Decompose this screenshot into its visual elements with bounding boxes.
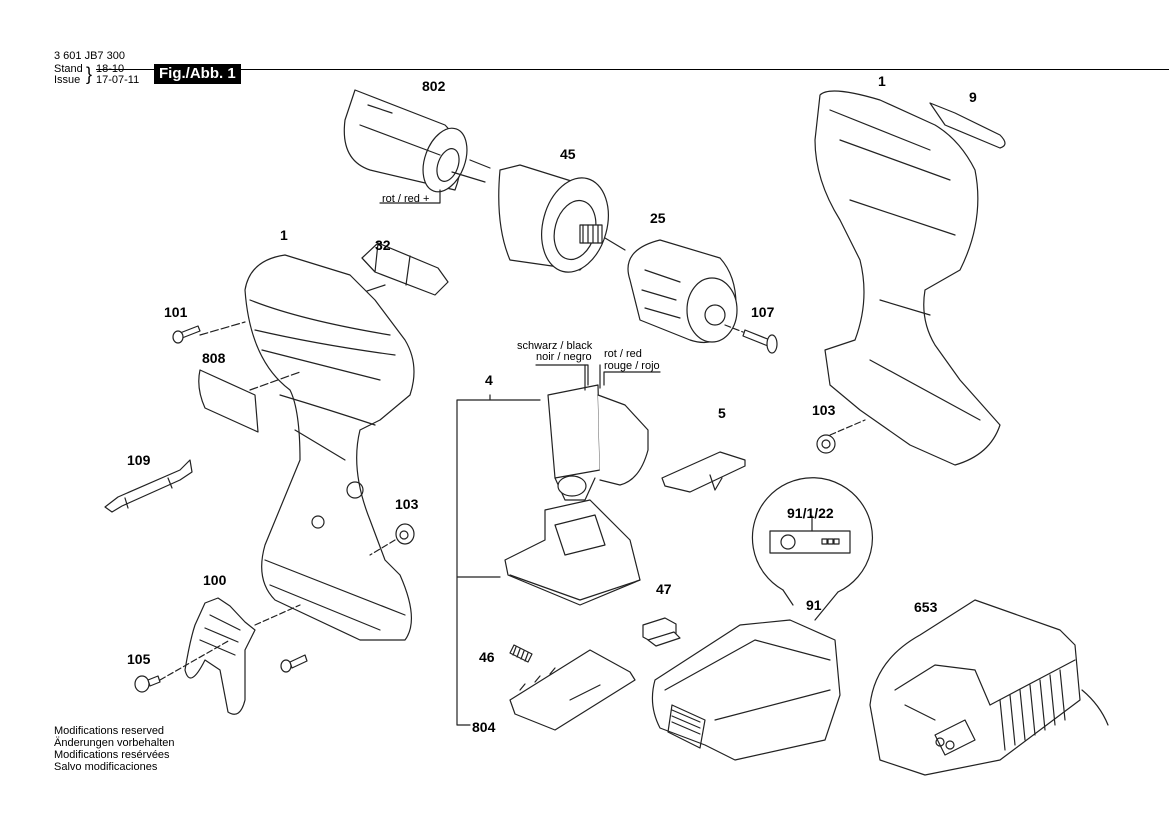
wire-label-red-2: rouge / rojo	[604, 360, 660, 372]
belt-clip-100[interactable]	[160, 598, 300, 714]
issue-label: Issue	[54, 74, 81, 86]
bracket-4	[457, 395, 540, 725]
modifications-en: Modifications reserved	[54, 725, 165, 737]
type-plate-magnifier[interactable]	[752, 478, 872, 620]
wire-label-black-2: noir / negro	[536, 351, 592, 363]
spring-46[interactable]	[510, 645, 532, 662]
part-label-91-1-22[interactable]: 91/1/22	[787, 505, 834, 521]
part-number: 3 601 JB7 300	[54, 50, 125, 62]
figure-label: Fig./Abb. 1	[154, 64, 241, 84]
wire-label-motor-red: rot / red +	[382, 193, 430, 205]
wire-label-red-1: rot / red	[604, 348, 642, 360]
contact-plate-804[interactable]	[510, 650, 635, 730]
part-label-103-left[interactable]: 103	[395, 496, 419, 512]
part-label-9[interactable]: 9	[969, 89, 977, 105]
part-label-107[interactable]: 107	[751, 304, 775, 320]
part-label-804[interactable]: 804	[472, 719, 496, 735]
screw-101[interactable]	[173, 326, 200, 343]
stand-label: Stand	[54, 63, 83, 75]
motor-802[interactable]	[344, 90, 485, 198]
housing-right-1[interactable]	[815, 91, 1000, 465]
part-label-5[interactable]: 5	[718, 405, 726, 421]
switch-assembly-4[interactable]	[505, 365, 648, 605]
issue-date: 17-07-11	[96, 74, 140, 86]
label-808[interactable]	[199, 370, 258, 432]
part-label-47[interactable]: 47	[656, 581, 672, 597]
stand-old-date: 18-10	[96, 63, 1169, 75]
bit-109[interactable]	[105, 460, 192, 512]
screw-107[interactable]	[725, 325, 777, 353]
wire-label-black-1: schwarz / black	[517, 340, 593, 352]
part-label-46[interactable]: 46	[479, 649, 495, 665]
part-label-109[interactable]: 109	[127, 452, 151, 468]
motor-holder-32[interactable]	[340, 243, 448, 300]
screw-105[interactable]	[135, 676, 160, 692]
part-label-101[interactable]: 101	[164, 304, 188, 320]
part-label-91[interactable]: 91	[806, 597, 822, 613]
part-label-653[interactable]: 653	[914, 599, 938, 615]
part-label-808[interactable]: 808	[202, 350, 226, 366]
trim-strip-9[interactable]	[930, 103, 1005, 148]
pad-47[interactable]	[643, 618, 680, 646]
modifications-es: Salvo modificaciones	[54, 761, 158, 773]
part-label-32[interactable]: 32	[375, 237, 391, 253]
screw-clip-mount[interactable]	[281, 655, 307, 672]
modifications-de: Änderungen vorbehalten	[54, 737, 175, 749]
chuck-25[interactable]	[628, 240, 737, 343]
nut-103-right[interactable]	[817, 435, 835, 453]
part-label-1-left[interactable]: 1	[280, 227, 288, 243]
battery-91[interactable]	[652, 620, 840, 760]
wire-pointers	[380, 190, 660, 385]
gearbox-45[interactable]	[470, 160, 625, 280]
charger-653[interactable]	[870, 600, 1108, 775]
modifications-notice: Modifications reserved Änderungen vorbeh…	[54, 725, 174, 773]
part-label-105[interactable]: 105	[127, 651, 151, 667]
part-label-103-right[interactable]: 103	[812, 402, 836, 418]
part-label-45[interactable]: 45	[560, 146, 576, 162]
brace: }	[86, 64, 93, 84]
part-label-100[interactable]: 100	[203, 572, 227, 588]
housing-left-1[interactable]	[200, 255, 414, 640]
part-label-25[interactable]: 25	[650, 210, 666, 226]
part-label-802[interactable]: 802	[422, 78, 446, 94]
modifications-fr: Modifications resérvées	[54, 749, 170, 761]
slider-5[interactable]	[662, 452, 745, 492]
nut-103-left[interactable]	[370, 524, 414, 555]
part-label-1-right[interactable]: 1	[878, 73, 886, 89]
part-label-4[interactable]: 4	[485, 372, 493, 388]
